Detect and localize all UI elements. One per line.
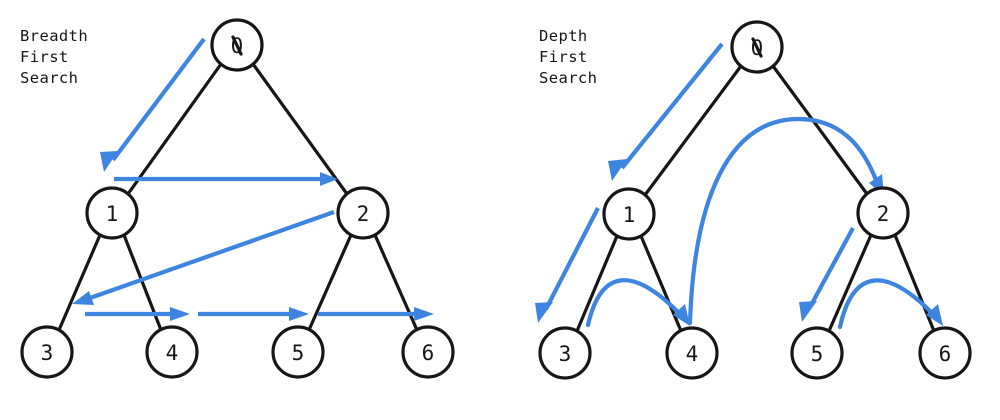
bfs-arrow-5-to-6 xyxy=(318,307,434,321)
dfs-edge-1-3 xyxy=(575,234,619,333)
dfs-arrow-2-to-5 xyxy=(799,226,855,322)
dfs-node-5[interactable]: 5 xyxy=(790,326,844,380)
bfs-arrow-4-to-5 xyxy=(198,307,309,321)
dfs-edge-0-1 xyxy=(643,64,743,197)
dfs-node-3[interactable]: 3 xyxy=(538,326,592,380)
bfs-node-4[interactable]: 4 xyxy=(145,325,199,379)
bfs-arrow-0-to-1 xyxy=(100,37,206,172)
dfs-edge-0-2 xyxy=(771,64,869,196)
dfs-caption-line-2: First xyxy=(539,48,588,66)
bfs-arrow-2-to-3 xyxy=(72,210,335,305)
bfs-caption-line-1: Breadth xyxy=(20,27,89,45)
bfs-node-5-label: 5 xyxy=(292,341,305,365)
bfs-node-3[interactable]: 3 xyxy=(20,325,74,379)
bfs-caption-line-3: Search xyxy=(20,69,79,87)
dfs-node-3-label: 3 xyxy=(559,342,572,366)
bfs-traversal-arrows xyxy=(72,37,434,321)
dfs-node-2[interactable]: 2 xyxy=(856,186,910,240)
dfs-arrow-3-to-4 xyxy=(585,278,690,328)
dfs-edge-1-4 xyxy=(639,234,683,333)
bfs-arrow-1-to-2 xyxy=(114,172,338,186)
dfs-node-4[interactable]: 4 xyxy=(665,326,719,380)
dfs-node-6[interactable]: 6 xyxy=(918,326,972,380)
bfs-edge-0-1 xyxy=(126,62,223,196)
bfs-edge-1-3 xyxy=(57,233,102,332)
dfs-node-6-label: 6 xyxy=(939,342,952,366)
dfs-arrow-5-to-6 xyxy=(837,278,943,330)
bfs-node-3-label: 3 xyxy=(41,341,54,365)
bfs-panel: 0 1 2 3 4 xyxy=(20,18,455,379)
dfs-node-1[interactable]: 1 xyxy=(602,187,656,241)
bfs-edge-2-5 xyxy=(307,233,353,332)
bfs-node-0[interactable]: 0 xyxy=(210,18,264,72)
dfs-edges xyxy=(575,64,936,333)
dfs-caption: Depth First Search xyxy=(539,26,597,89)
dfs-caption-line-1: Depth xyxy=(539,27,588,45)
bfs-node-6-label: 6 xyxy=(422,341,435,365)
bfs-node-2[interactable]: 2 xyxy=(336,186,390,240)
bfs-node-1[interactable]: 1 xyxy=(85,186,139,240)
dfs-node-1-label: 1 xyxy=(623,203,636,227)
dfs-arrow-0-to-1 xyxy=(608,42,724,181)
bfs-node-6[interactable]: 6 xyxy=(401,325,455,379)
dfs-arrow-1-to-3 xyxy=(535,207,600,323)
bfs-caption: Breadth First Search xyxy=(20,26,88,89)
dfs-node-2-label: 2 xyxy=(877,202,890,226)
dfs-node-4-label: 4 xyxy=(686,342,699,366)
bfs-arrow-3-to-4 xyxy=(85,307,190,321)
dfs-node-0[interactable]: 0 xyxy=(730,20,784,74)
bfs-node-5[interactable]: 5 xyxy=(271,325,325,379)
bfs-nodes: 0 1 2 3 4 xyxy=(20,18,455,379)
bfs-edge-0-2 xyxy=(251,62,349,196)
bfs-node-1-label: 1 xyxy=(106,202,119,226)
bfs-caption-line-2: First xyxy=(20,48,69,66)
dfs-edge-2-5 xyxy=(827,233,873,333)
dfs-traversal-arrows xyxy=(535,42,943,330)
dfs-nodes: 0 1 2 3 4 xyxy=(538,20,972,380)
dfs-edge-2-6 xyxy=(893,233,936,333)
dfs-caption-line-3: Search xyxy=(539,69,598,87)
bfs-node-2-label: 2 xyxy=(357,202,370,226)
bfs-node-4-label: 4 xyxy=(166,341,179,365)
dfs-panel: 0 1 2 3 4 xyxy=(535,20,972,380)
dfs-node-5-label: 5 xyxy=(811,342,824,366)
